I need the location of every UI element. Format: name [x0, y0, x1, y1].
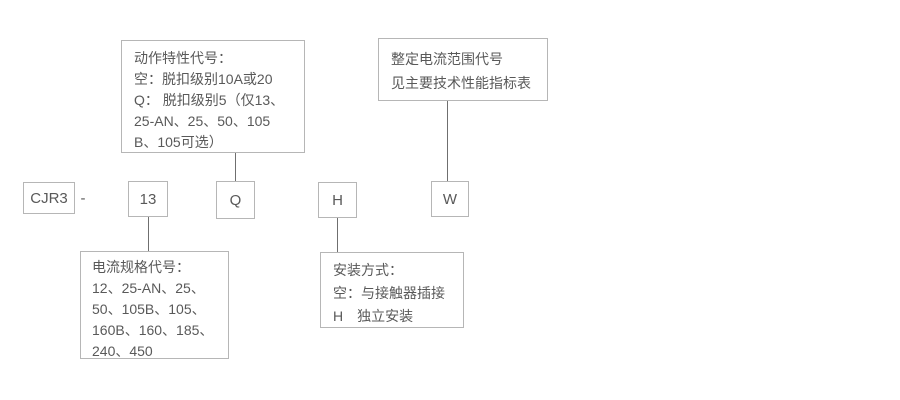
code-box-mounting: H [318, 182, 357, 218]
connector-current-range-line [447, 101, 448, 181]
connector-trip-class-line [235, 153, 236, 181]
callout-current-spec-line: 240、450 [92, 343, 153, 359]
connector-current-spec-line [148, 217, 149, 251]
callout-mounting: 安装方式： 空：与接触器插接 H 独立安装 [320, 252, 464, 328]
callout-mounting-line: 安装方式： [333, 262, 403, 278]
code-box-current-range: W [431, 181, 469, 217]
callout-trip-class-line: 25-AN、25、50、105 [134, 113, 271, 129]
callout-trip-class-line: Q： 脱扣级别5（仅13、 [134, 92, 285, 108]
callout-current-range-line: 见主要技术性能指标表 [391, 75, 531, 91]
callout-current-spec-line: 12、25-AN、25、 [92, 280, 205, 296]
connector-mounting-line [337, 218, 338, 252]
callout-trip-class-line: B、105可选） [134, 134, 223, 150]
code-box-model-prefix: CJR3 [23, 182, 75, 214]
callout-trip-class-line: 动作特性代号： [134, 50, 232, 66]
code-box-trip-class: Q [216, 181, 255, 219]
callout-mounting-line: 空：与接触器插接 [333, 285, 445, 301]
callout-trip-class: 动作特性代号： 空：脱扣级别10A或20 Q： 脱扣级别5（仅13、 25-AN… [121, 40, 305, 153]
callout-current-spec-line: 电流规格代号： [92, 259, 190, 275]
code-box-current-spec: 13 [128, 181, 168, 217]
code-separator-dash: - [80, 189, 86, 207]
callout-mounting-line: H 独立安装 [333, 308, 414, 324]
callout-current-spec: 电流规格代号： 12、25-AN、25、 50、105B、105、 160B、1… [80, 251, 229, 359]
callout-current-range: 整定电流范围代号 见主要技术性能指标表 [378, 38, 548, 101]
callout-current-spec-line: 160B、160、185、 [92, 322, 214, 338]
callout-current-range-line: 整定电流范围代号 [391, 51, 503, 67]
callout-current-spec-line: 50、105B、105、 [92, 301, 206, 317]
callout-trip-class-line: 空：脱扣级别10A或20 [134, 71, 273, 87]
